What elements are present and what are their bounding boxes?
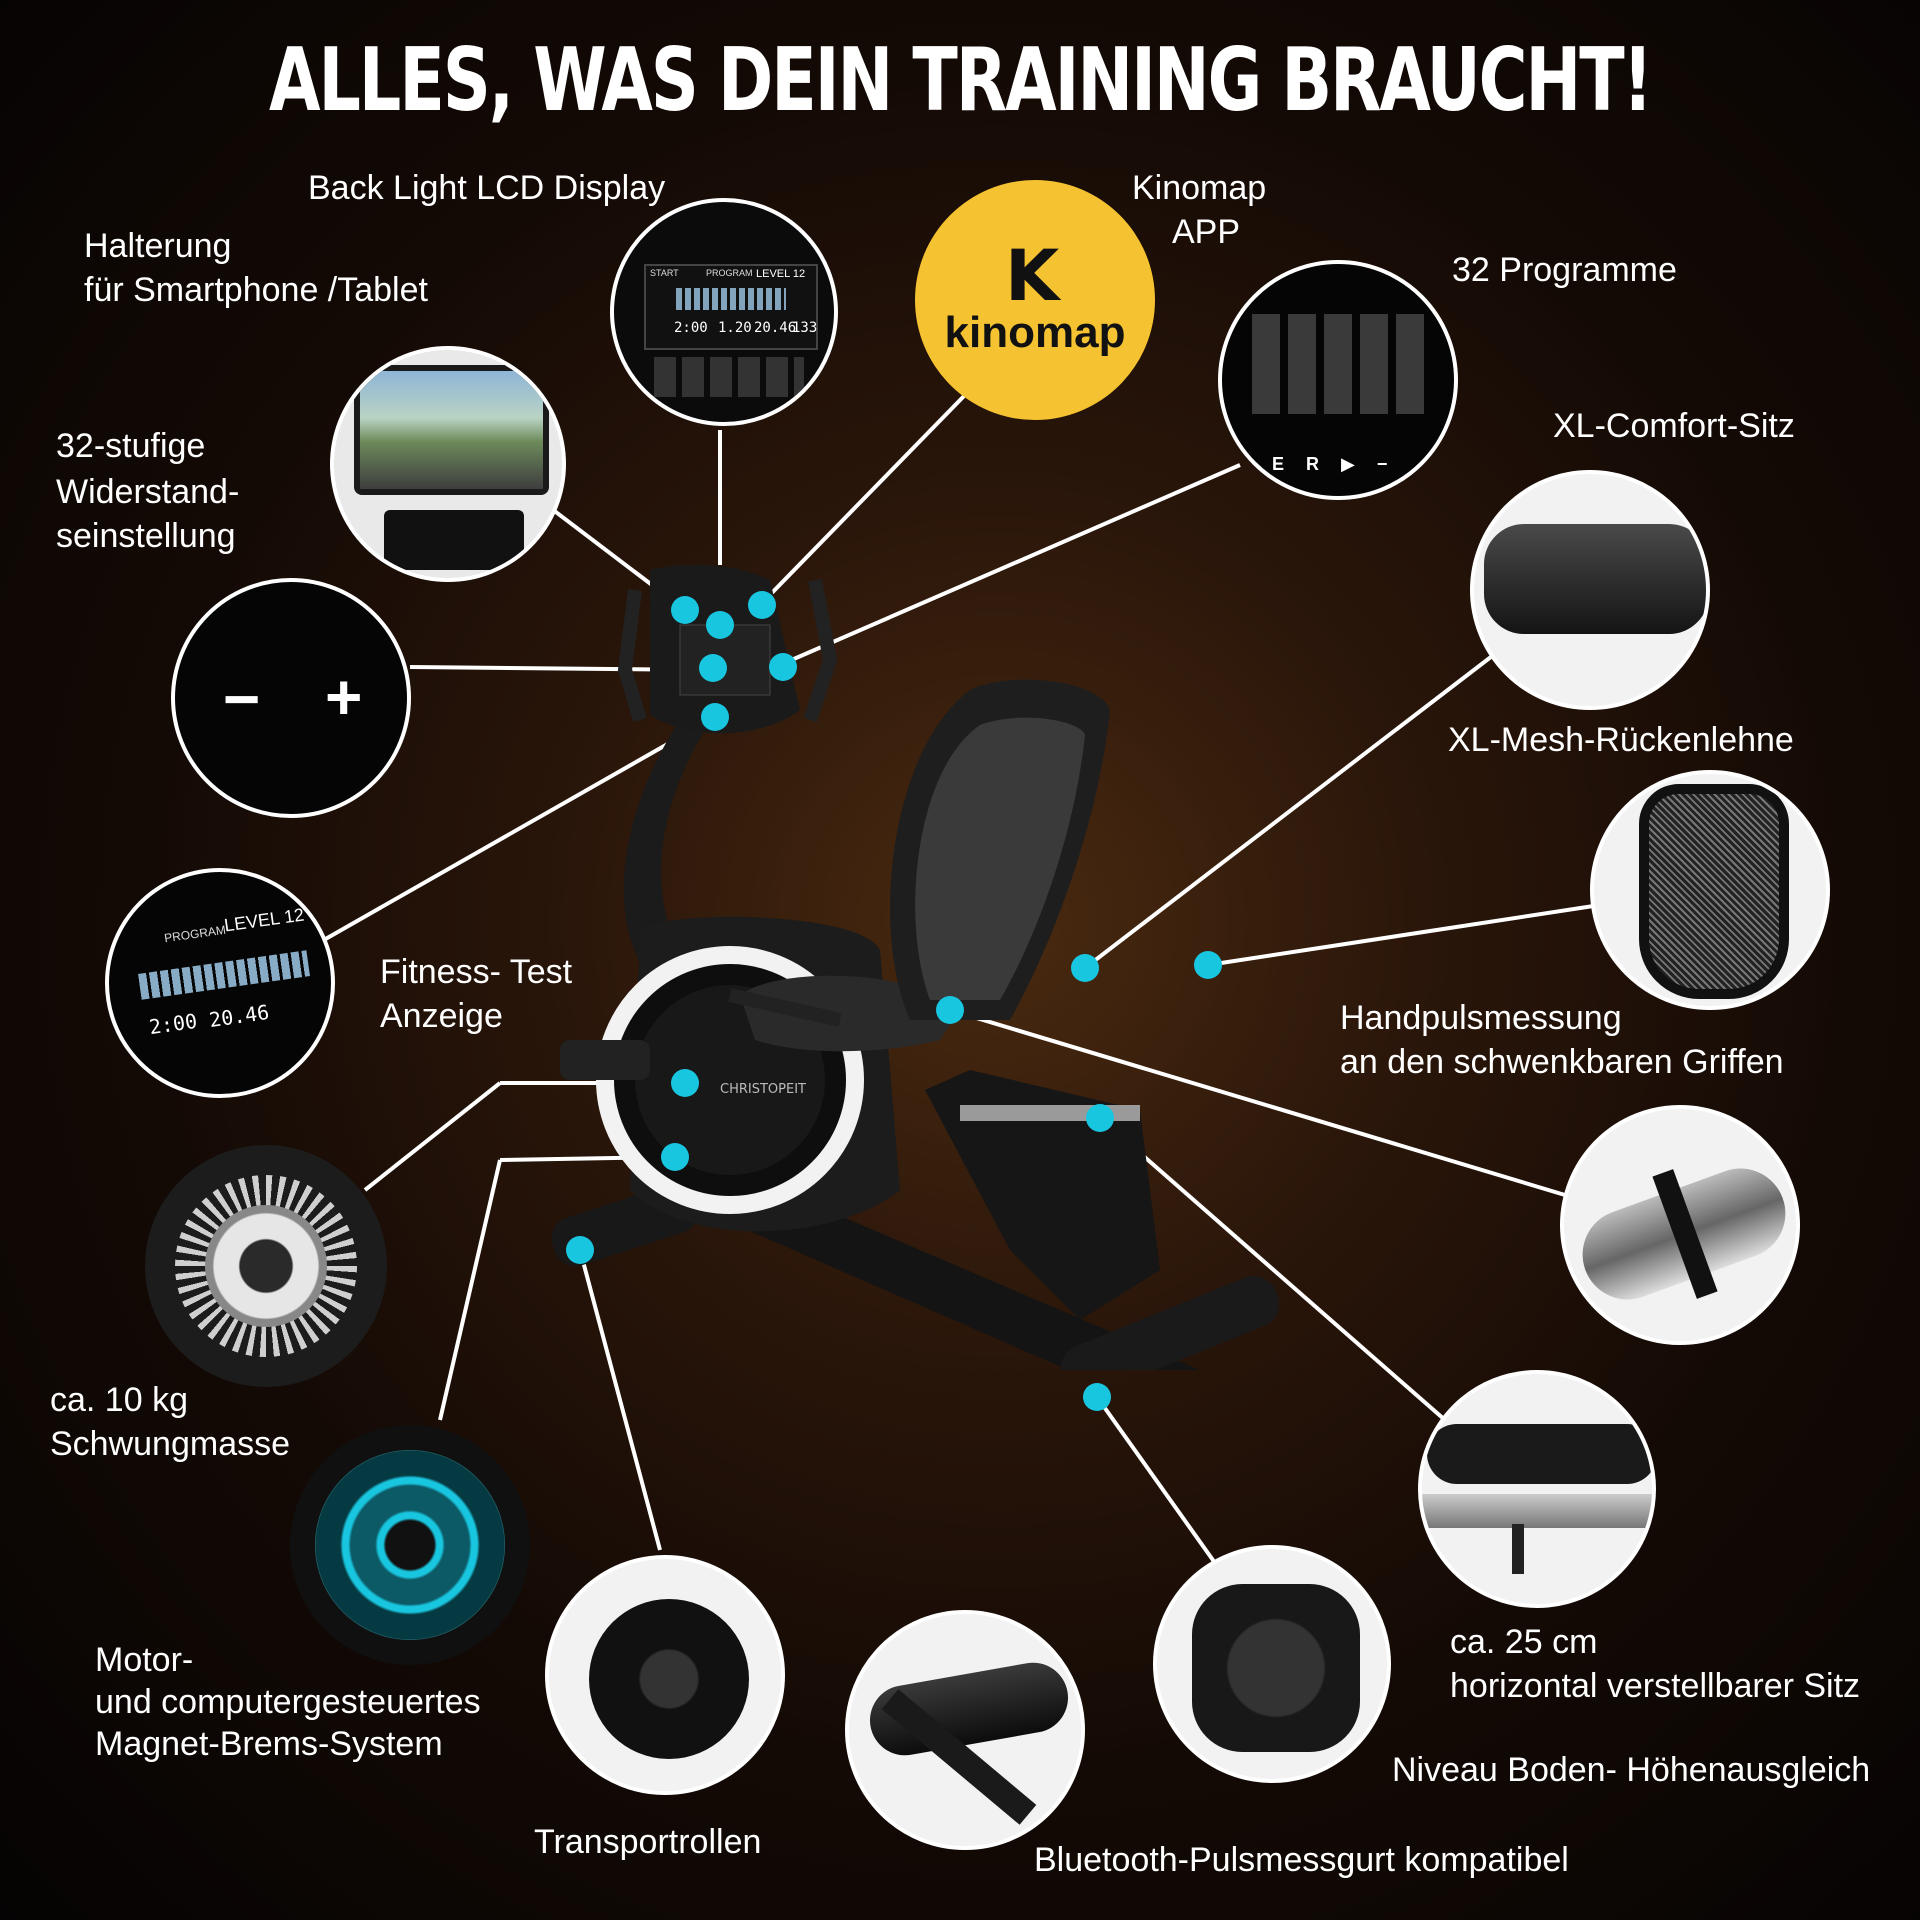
display-level: LEVEL 12 xyxy=(756,268,806,280)
fitness-level: LEVEL 12 xyxy=(222,904,306,936)
label-motor-3: Magnet-Brems-System xyxy=(95,1725,443,1763)
resistance-circle: − + xyxy=(171,578,411,818)
fitness-cal: 20.46 xyxy=(207,999,271,1033)
dot-kinomap xyxy=(748,591,776,619)
kinomap-app-circle: K kinomap xyxy=(915,180,1155,420)
label-sitz-2: horizontal verstellbarer Sitz xyxy=(1450,1667,1861,1705)
label-kinomap-1: Kinomap xyxy=(1132,169,1267,207)
programs-circle: ER▶− xyxy=(1218,260,1458,500)
label-widerstand-3: seinstellung xyxy=(56,517,236,555)
plus-button-icon: + xyxy=(325,661,363,733)
dot-seat-adjust xyxy=(1086,1104,1114,1132)
dot-leveler xyxy=(1083,1383,1111,1411)
label-mesh: XL-Mesh-Rückenlehne xyxy=(1448,721,1794,759)
display-cal: 20.46 xyxy=(754,320,797,336)
display-start: START xyxy=(650,268,679,278)
label-transport: Transportrollen xyxy=(534,1823,762,1861)
label-halterung-2: für Smartphone /Tablet xyxy=(84,271,428,309)
label-hand-1: Handpulsmessung xyxy=(1340,999,1622,1037)
dot-brake xyxy=(661,1143,689,1171)
label-niveau: Niveau Boden- Höhenausgleich xyxy=(1392,1751,1871,1789)
label-programme: 32 Programme xyxy=(1452,251,1677,289)
label-bluetooth: Bluetooth-Pulsmessgurt kompatibel xyxy=(1034,1841,1569,1879)
label-motor-2: und computergesteuertes xyxy=(95,1683,481,1721)
dot-flywheel xyxy=(671,1069,699,1097)
fitness-time: 2:00 xyxy=(147,1008,199,1040)
label-motor-1: Motor- xyxy=(95,1641,194,1679)
dot-comfort-seat xyxy=(1071,954,1099,982)
page-title: ALLES, WAS DEIN TRAINING BRAUCHT! xyxy=(268,30,1653,132)
display-time: 2:00 xyxy=(674,320,708,336)
mesh-backrest-circle xyxy=(1590,770,1830,1010)
label-fitness-2: Anzeige xyxy=(380,997,503,1035)
fitness-display-circle: PROGRAM LEVEL 12 2:00 20.46 xyxy=(105,868,335,1098)
brand-logo: CHRISTOPEIT xyxy=(720,1082,806,1097)
dot-halterung xyxy=(671,596,699,624)
label-widerstand-1: 32-stufige xyxy=(56,427,206,465)
label-backlight: Back Light LCD Display xyxy=(308,169,666,207)
label-hand-2: an den schwenkbaren Griffen xyxy=(1340,1043,1784,1081)
dot-resistance xyxy=(699,654,727,682)
label-fitness-1: Fitness- Test xyxy=(380,953,573,991)
recumbent-bike-image: CHRISTOPEIT xyxy=(551,564,1280,1370)
label-schwung-1: ca. 10 kg xyxy=(50,1381,188,1419)
display-target: 133 xyxy=(792,320,818,336)
label-schwung-2: Schwungmasse xyxy=(50,1425,291,1463)
dot-handpulse xyxy=(936,996,964,1024)
floor-leveler-circle xyxy=(1153,1545,1391,1783)
fitness-program: PROGRAM xyxy=(163,922,227,946)
dot-wheels xyxy=(566,1236,594,1264)
dot-mesh xyxy=(1194,951,1222,979)
comfort-seat-circle xyxy=(1470,470,1710,710)
label-comfort: XL-Comfort-Sitz xyxy=(1553,407,1795,445)
label-halterung-1: Halterung xyxy=(84,227,232,265)
kinomap-logo-text: kinomap xyxy=(944,308,1126,357)
label-sitz-1: ca. 25 cm xyxy=(1450,1623,1598,1661)
program-buttons: ER▶− xyxy=(1272,454,1410,474)
tablet-holder-circle xyxy=(330,346,566,582)
transport-wheels-circle xyxy=(545,1555,785,1795)
kinomap-k-icon: K xyxy=(1005,235,1060,317)
hand-pulse-circle xyxy=(1560,1105,1800,1345)
dot-fitness xyxy=(701,703,729,731)
lcd-display-circle: START PROGRAM LEVEL 12 2:00 1.20 20.46 1… xyxy=(610,198,838,426)
chest-strap-circle xyxy=(845,1610,1085,1850)
display-program: PROGRAM xyxy=(706,268,753,278)
flywheel-circle xyxy=(145,1145,387,1387)
minus-button-icon: − xyxy=(223,663,261,735)
label-kinomap-2: APP xyxy=(1172,213,1241,251)
tablet-cycling-image xyxy=(360,371,543,489)
seat-adjust-circle xyxy=(1418,1370,1656,1608)
dot-display xyxy=(706,611,734,639)
display-dist: 1.20 xyxy=(718,320,752,336)
dot-programs xyxy=(769,653,797,681)
magnetic-brake-circle xyxy=(290,1425,530,1665)
label-widerstand-2: Widerstand- xyxy=(56,473,240,511)
